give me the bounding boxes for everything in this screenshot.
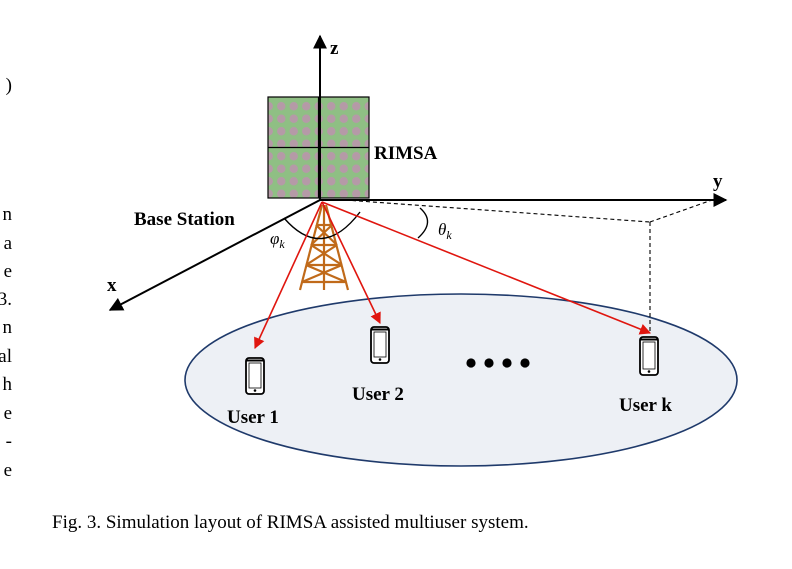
- phone-icon: [245, 357, 265, 395]
- edge-char: al: [0, 346, 12, 367]
- x-axis-label: x: [107, 275, 117, 296]
- base-station-label: Base Station: [134, 209, 235, 230]
- coverage-ellipse: [184, 293, 738, 467]
- coordinate-axes: [108, 34, 728, 311]
- base-station-tower: [298, 204, 350, 291]
- cropped-column-text: ) n a e 3. n al h e - e: [0, 0, 18, 569]
- phi-arc: [283, 211, 361, 240]
- figure-caption: Fig. 3. Simulation layout of RIMSA assis…: [52, 512, 529, 533]
- beam-user-2: [321, 201, 381, 325]
- phi-angle-label: φk: [270, 229, 285, 251]
- rimsa-panel: [267, 96, 370, 199]
- projection-lines: [344, 199, 713, 333]
- edge-char: a: [3, 233, 12, 254]
- edge-char: n: [2, 204, 13, 225]
- beam-user-k: [321, 201, 652, 335]
- rimsa-label: RIMSA: [374, 143, 438, 164]
- y-axis-label: y: [713, 171, 723, 192]
- edge-char: h: [2, 374, 13, 395]
- beam-user-1: [254, 201, 323, 350]
- edge-char: -: [5, 431, 12, 452]
- system-layout-diagram: z y x RIMSA Base Station φk θk User 1 Us…: [107, 34, 738, 467]
- theta-arc: [417, 207, 429, 239]
- signal-paths: [254, 201, 652, 350]
- z-axis-label: z: [330, 38, 339, 59]
- more-users-ellipsis: [466, 358, 530, 368]
- edge-char: e: [3, 460, 12, 481]
- edge-char: n: [2, 317, 13, 338]
- edge-char: 3.: [0, 289, 12, 310]
- angle-arcs: [283, 207, 429, 240]
- user-1-label: User 1: [227, 407, 279, 428]
- phone-icon: [370, 326, 390, 364]
- theta-angle-label: θk: [438, 220, 452, 242]
- edge-char: e: [3, 403, 12, 424]
- user-k-label: User k: [619, 395, 672, 416]
- user-2-label: User 2: [352, 384, 404, 405]
- edge-char: e: [3, 261, 12, 282]
- edge-char: ): [5, 75, 12, 96]
- phone-icon: [639, 336, 659, 376]
